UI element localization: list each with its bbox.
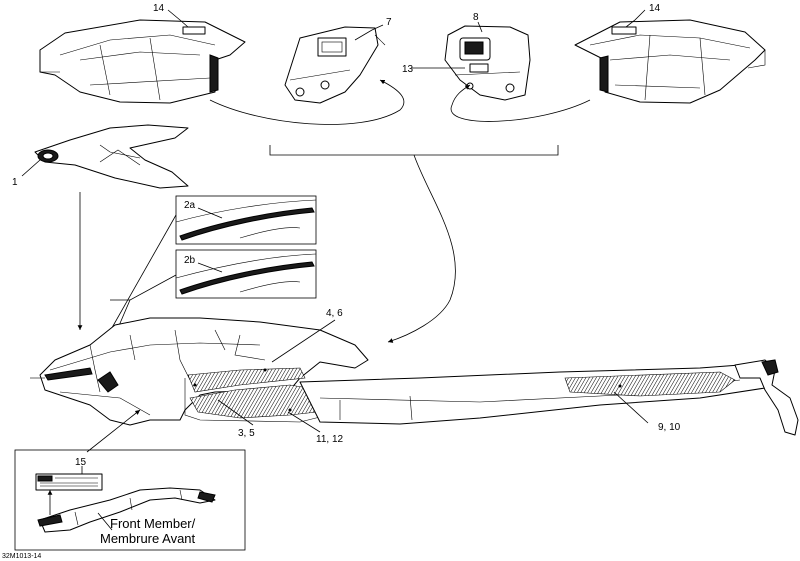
callout-14-right: 14 <box>649 3 661 14</box>
side-panel-right <box>574 19 766 104</box>
callout-3-5: 3, 5 <box>238 428 255 439</box>
callout-2b: 2b <box>184 255 196 266</box>
front-member-label-fr: Membrure Avant <box>100 531 196 546</box>
console-part-7 <box>284 26 386 104</box>
callout-8: 8 <box>473 12 479 23</box>
inset-2b <box>175 249 317 299</box>
callout-15: 15 <box>75 457 87 468</box>
chassis-main <box>30 317 799 436</box>
callout-2a: 2a <box>184 200 196 211</box>
callout-4-6: 4, 6 <box>326 308 343 319</box>
callout-7: 7 <box>386 17 392 28</box>
callout-1: 1 <box>12 177 18 188</box>
callout-13: 13 <box>402 64 414 75</box>
inset-2a <box>175 195 317 245</box>
side-panel-left <box>39 19 246 104</box>
callout-14-left: 14 <box>153 3 165 14</box>
front-member-label: Front Member/ <box>110 516 196 531</box>
callout-11-12: 11, 12 <box>316 434 343 445</box>
console-part-8 <box>444 25 531 101</box>
callout-9-10: 9, 10 <box>658 422 681 433</box>
reference-code: 32M1013-14 <box>2 553 41 560</box>
front-member-inset <box>14 449 246 551</box>
hood-part-1 <box>34 124 189 189</box>
